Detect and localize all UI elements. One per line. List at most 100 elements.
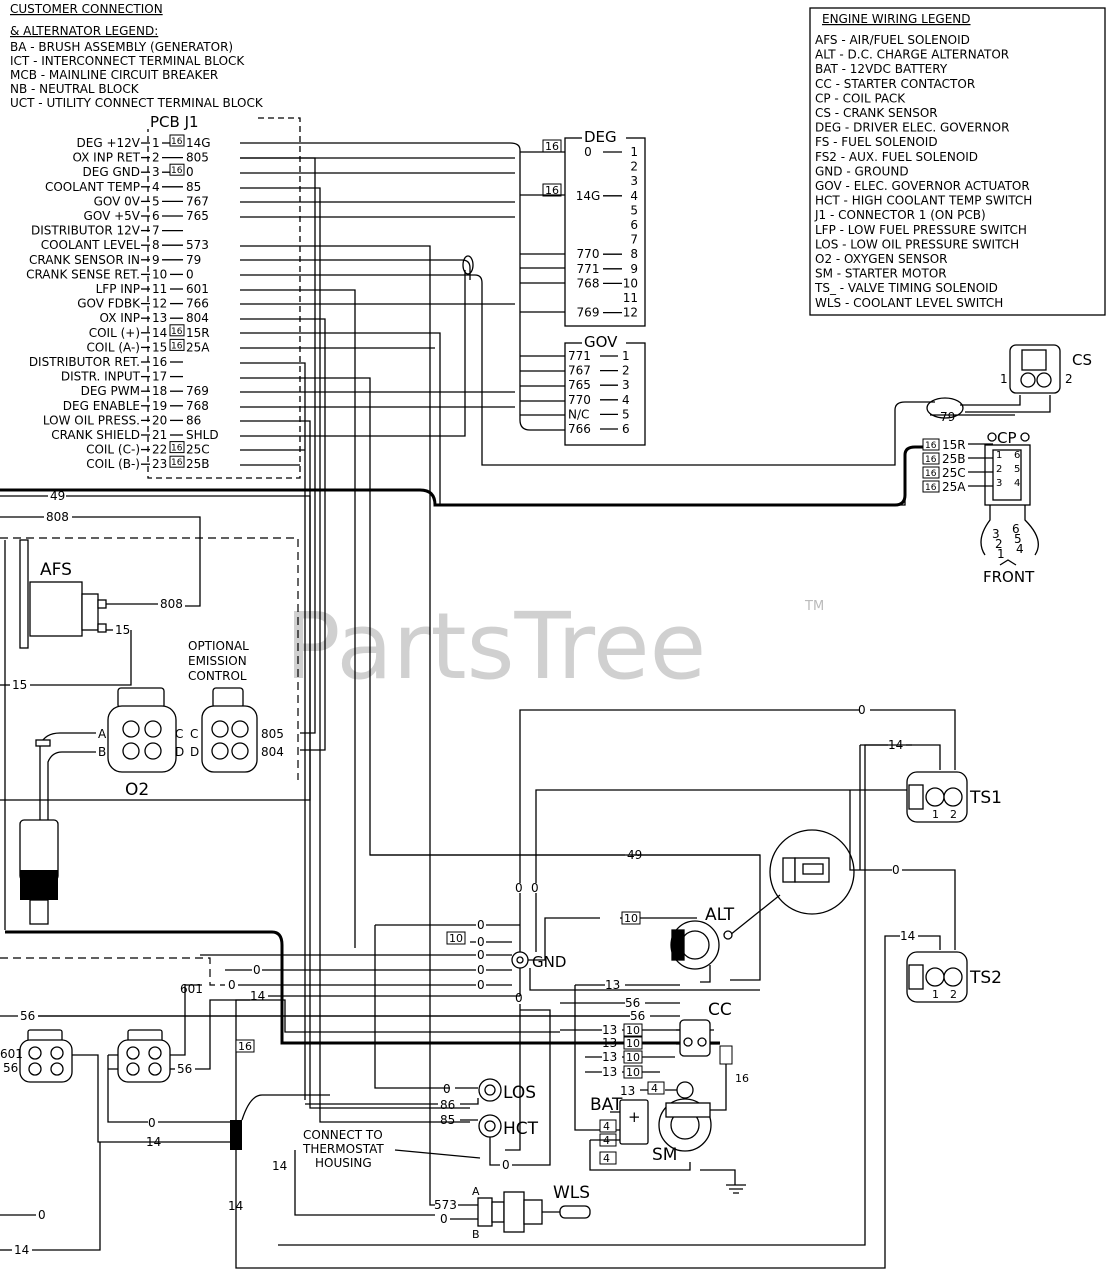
o2-pin-c: C	[175, 727, 183, 741]
pcb-pin-wire: 765	[186, 209, 209, 223]
gnd-wire-0j: 0	[515, 991, 523, 1005]
pcb-pin-wire: 767	[186, 194, 209, 208]
gnd-wire-0f: 0	[228, 978, 236, 992]
wire-49-mid: 49	[627, 848, 642, 862]
gnd-wire-0h: 0	[515, 881, 523, 895]
cp-gauge-box	[922, 466, 940, 479]
wire-14-vert: 14	[272, 1159, 287, 1173]
thick-wire	[0, 930, 720, 1045]
gnd-wire-0b: 0	[477, 935, 485, 949]
engine-legend-title: ENGINE WIRING LEGEND	[822, 12, 971, 26]
deg-pin-number: 11	[623, 291, 638, 305]
cs-title: CS	[1072, 351, 1092, 369]
pcb-pin-wire: 0	[186, 267, 194, 281]
pcb-gauge: 16	[171, 341, 183, 351]
pcb-pin-label: DEG PWM	[81, 384, 140, 398]
engine-legend-item: DEG - DRIVER ELEC. GOVERNOR	[815, 121, 1009, 135]
ts2-wire-14: 14	[900, 929, 915, 943]
crank-coil-harness	[0, 255, 935, 507]
timing-solenoid-1: 14 1 2 TS1	[859, 738, 1002, 870]
o2-title: O2	[125, 780, 149, 800]
pcb-pin-wire: 79	[186, 253, 201, 267]
watermark-tm: TM	[804, 599, 824, 614]
deg-pin-wire: 0	[584, 145, 592, 159]
pcb-gauge-box	[169, 324, 185, 337]
cp-gauge: 16	[925, 483, 937, 493]
gnd-gauge-10: 10	[449, 932, 463, 945]
emission-line1: OPTIONAL	[188, 639, 249, 653]
pcb-pin-label: GOV +5V	[84, 209, 141, 223]
inline-junction: 14 16 14 14	[228, 744, 912, 1269]
cc-wire-56a: 56	[625, 996, 640, 1010]
pcb-pin-number: 16	[152, 355, 167, 369]
pcb-pin-wire: 85	[186, 180, 201, 194]
engine-legend-item: SM - STARTER MOTOR	[815, 267, 947, 281]
gnd-wire-0d: 0	[253, 963, 261, 977]
watermark: PartsTree	[285, 593, 706, 700]
cc-wire-13b: 13	[602, 1023, 617, 1037]
afs-title: AFS	[40, 560, 72, 580]
pcb-gauge: 16	[171, 458, 183, 468]
pcb-pin-wire: SHLD	[186, 428, 219, 442]
pcb-pin-number: 5	[152, 194, 160, 208]
hct-wire-85: 85	[440, 1113, 455, 1127]
cc-gauge-10c: 10	[626, 1051, 640, 1064]
ts1-wire-14: 14	[888, 738, 903, 752]
customer-legend-title: CUSTOMER CONNECTION	[10, 2, 163, 16]
battery-starter: BAT + 4 4 13 4 SM 4	[589, 1081, 746, 1194]
engine-legend-item: GND - GROUND	[815, 164, 909, 178]
gov-pin-wire: N/C	[568, 407, 589, 421]
emission-line3: CONTROL	[188, 669, 247, 683]
left-conn-601: 601	[0, 1047, 23, 1061]
deg-pin-number: 4	[630, 189, 638, 203]
wire-56-left: 56	[20, 1009, 35, 1023]
emi-pin-d: D	[190, 745, 199, 759]
alt-gauge: 10	[624, 912, 638, 925]
pcb-pin-label: COIL (C-)	[86, 443, 140, 457]
ts1-pin-1: 1	[932, 808, 939, 821]
deg-pin-wire: 14G	[576, 189, 601, 203]
pcb-pin-number: 13	[152, 311, 167, 325]
coolant-level-switch: 573 0 A B WLS	[434, 1183, 591, 1241]
pcb-pin-label: COIL (B-)	[86, 457, 140, 471]
pcb-gauge-box	[169, 441, 185, 454]
left-lower-connectors: 56 601 56 0 56 601 0 14 14	[0, 982, 630, 1257]
gov-pin-wire: 770	[568, 393, 591, 407]
pcb-pin-label: DEG ENABLE	[63, 399, 140, 413]
bat-gauge-a: 4	[603, 1120, 610, 1133]
cp-wire: 25C	[942, 466, 966, 480]
cp-gauge-box	[922, 452, 940, 465]
ts2-pin-2: 2	[950, 988, 957, 1001]
wls-wire-573: 573	[434, 1198, 457, 1212]
cp-bottom-pin: 4	[1016, 542, 1024, 556]
pcb-pin-wire: 15R	[186, 326, 210, 340]
pcb-pin-number: 18	[152, 384, 167, 398]
wls-title: WLS	[553, 1183, 590, 1203]
engine-legend-item: CS - CRANK SENSOR	[815, 106, 938, 120]
deg-pin-number: 12	[623, 306, 638, 320]
gnd-wire-0a: 0	[477, 918, 485, 932]
pcb-pin-label: COOLANT LEVEL	[41, 238, 141, 252]
engine-legend-item: FS2 - AUX. FUEL SOLENOID	[815, 150, 978, 164]
pcb-pin-label: LFP INP	[96, 282, 140, 296]
cs-wire: 79	[940, 410, 955, 424]
cs-pin-2: 2	[1065, 372, 1073, 386]
wire-808-left: 808	[46, 510, 69, 524]
customer-legend-item: BA - BRUSH ASSEMBLY (GENERATOR)	[10, 40, 233, 54]
pcb-pin-number: 10	[152, 267, 167, 281]
o2-pin-d: D	[175, 745, 184, 759]
pcb-pin-number: 19	[152, 399, 167, 413]
pcb-pin-label: GOV FDBK	[77, 297, 141, 311]
gnd-wire-0e: 0	[477, 963, 485, 977]
timing-solenoid-2: 0 14 1 2 TS2	[849, 790, 1002, 1003]
cp-front-label: FRONT	[983, 568, 1035, 586]
pcb-pin-wire: 25A	[186, 340, 210, 354]
gnd-wire-0g: 0	[477, 978, 485, 992]
engine-legend-item: GOV - ELEC. GOVERNOR ACTUATOR	[815, 179, 1030, 193]
pcb-pin-wire: 768	[186, 399, 209, 413]
pcb-pin-number: 21	[152, 428, 167, 442]
cp-gauge-box	[922, 480, 940, 493]
